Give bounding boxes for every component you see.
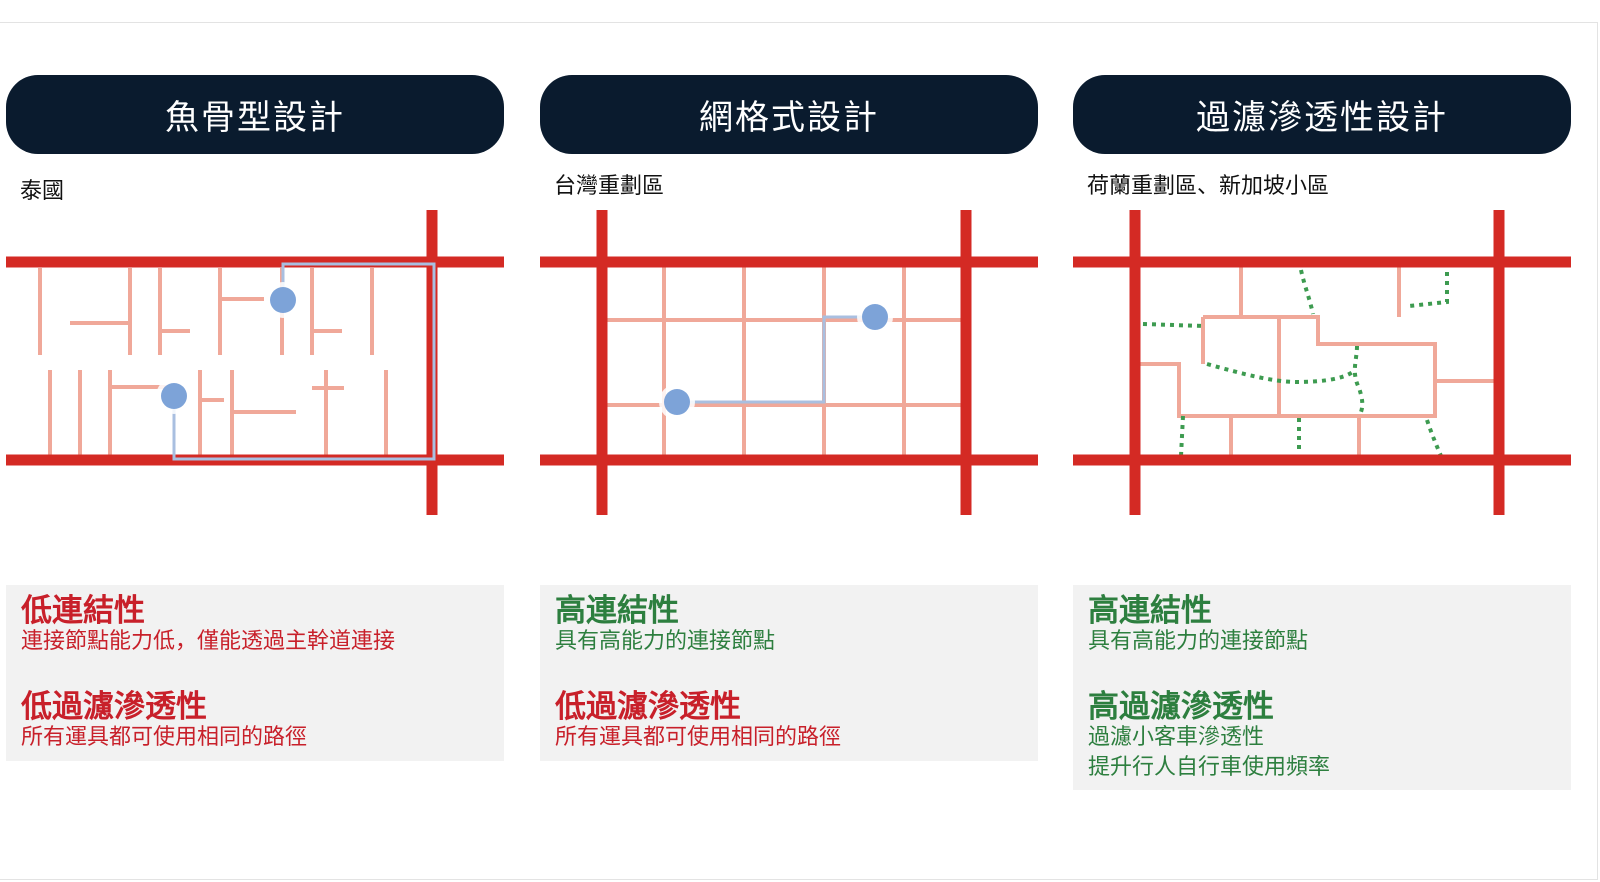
- info-box: 高連結性 具有高能力的連接節點 高過濾滲透性 過濾小客車滲透性 提升行人自行車使…: [1073, 585, 1571, 790]
- connection-node: [156, 378, 192, 414]
- panel-title: 魚骨型設計: [165, 98, 345, 138]
- connectivity-desc: 連接節點能力低，僅能透過主幹道連接: [21, 629, 396, 654]
- main-roads: [6, 210, 504, 515]
- connection-node: [265, 282, 301, 318]
- local-streets: [1135, 264, 1499, 460]
- fishbone-network-diagram: [6, 210, 504, 515]
- panel-fishbone: 魚骨型設計 泰國: [0, 0, 504, 882]
- green-paths: [1142, 269, 1449, 457]
- connectivity-desc: 具有高能力的連接節點: [555, 629, 776, 654]
- grid-network-diagram: [540, 210, 1038, 515]
- info-box: 高連結性 具有高能力的連接節點 低過濾滲透性 所有運具都可使用相同的路徑: [540, 585, 1038, 761]
- figure-frame: [0, 22, 1598, 880]
- filtered-network-diagram: [1073, 210, 1571, 515]
- location-label: 荷蘭重劃區、新加坡小區: [1087, 174, 1330, 199]
- panel-title: 網格式設計: [699, 98, 879, 138]
- panel-title-pill: 網格式設計: [540, 75, 1038, 154]
- connectivity-heading: 高連結性: [1088, 593, 1212, 629]
- connectivity-heading: 低連結性: [21, 593, 145, 629]
- permeability-heading: 低過濾滲透性: [21, 689, 207, 725]
- panel-grid: 網格式設計 台灣重劃區 高連結性 具有高能力的連接節點 低過濾: [534, 0, 1038, 882]
- travel-route: [172, 262, 436, 461]
- connectivity-heading: 高連結性: [555, 593, 679, 629]
- connection-node: [659, 384, 695, 420]
- local-streets: [38, 268, 388, 458]
- location-label: 泰國: [20, 179, 65, 204]
- panel-title: 過濾滲透性設計: [1196, 98, 1448, 138]
- permeability-heading: 低過濾滲透性: [555, 689, 741, 725]
- permeability-heading: 高過濾滲透性: [1088, 689, 1274, 725]
- permeability-desc: 所有運具都可使用相同的路徑: [21, 725, 308, 750]
- main-roads: [540, 210, 1038, 515]
- travel-route: [677, 315, 875, 404]
- location-label: 台灣重劃區: [554, 174, 665, 199]
- permeability-desc: 所有運具都可使用相同的路徑: [555, 725, 842, 750]
- connection-node: [857, 299, 893, 335]
- permeability-desc: 過濾小客車滲透性: [1088, 725, 1265, 750]
- panel-title-pill: 過濾滲透性設計: [1073, 75, 1571, 154]
- permeability-desc: 提升行人自行車使用頻率: [1088, 755, 1331, 780]
- panel-title-pill: 魚骨型設計: [6, 75, 504, 154]
- main-roads: [1073, 210, 1571, 515]
- panel-filtered-permeability: 過濾滲透性設計 荷蘭重劃區、新加坡小區: [1067, 0, 1571, 882]
- info-box: 低連結性 連接節點能力低，僅能透過主幹道連接 低過濾滲透性 所有運具都可使用相同…: [6, 585, 504, 761]
- connectivity-desc: 具有高能力的連接節點: [1088, 629, 1309, 654]
- local-streets: [602, 262, 966, 460]
